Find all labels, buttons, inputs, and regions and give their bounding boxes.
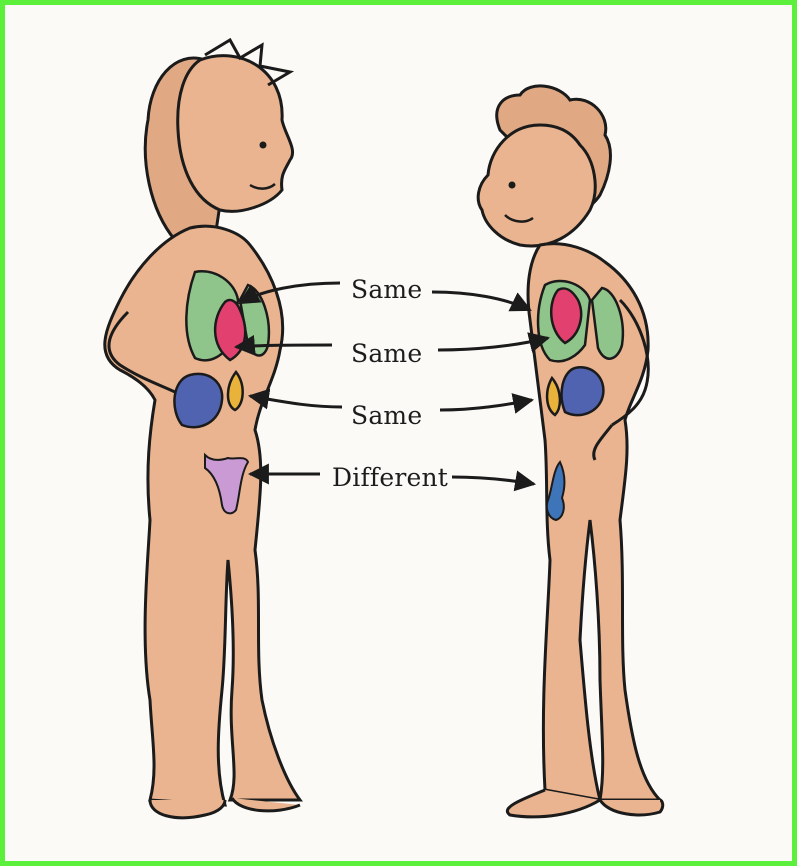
label-reproductive: Different xyxy=(332,463,448,492)
arrow-kidneys-right xyxy=(440,400,532,410)
label-kidneys: Same xyxy=(351,401,422,430)
arrow-reproductive-right xyxy=(452,477,534,484)
label-heart: Same xyxy=(351,275,422,304)
arrow-heart-right xyxy=(432,292,530,310)
male-figure xyxy=(478,86,663,817)
female-kidney xyxy=(174,374,222,427)
male-head xyxy=(478,125,595,246)
female-figure xyxy=(105,40,300,818)
illustration xyxy=(5,5,792,861)
male-kidney xyxy=(562,367,604,415)
label-lungs: Same xyxy=(351,339,422,368)
arrow-lungs-left xyxy=(236,345,332,347)
